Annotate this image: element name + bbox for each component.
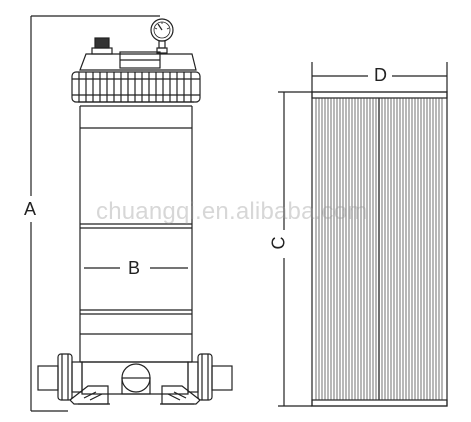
dimension-label-a: A: [22, 199, 39, 219]
dimension-label-c: C: [268, 234, 289, 252]
pressure-gauge-icon: [150, 18, 174, 54]
watermark-text: chuangqi.en.alibaba.com: [96, 198, 368, 225]
dimension-a-lines: [30, 15, 160, 412]
dimension-d-lines: [311, 62, 448, 92]
dimension-label-d: D: [372, 65, 389, 85]
cartridge-pleats: [315, 98, 443, 400]
housing-base: [37, 353, 233, 405]
dimension-label-b: B: [126, 258, 143, 278]
dimension-c-lines: [278, 91, 312, 407]
top-cap: [71, 51, 201, 107]
housing-body: [79, 106, 193, 363]
air-release-valve-icon: [91, 37, 113, 55]
